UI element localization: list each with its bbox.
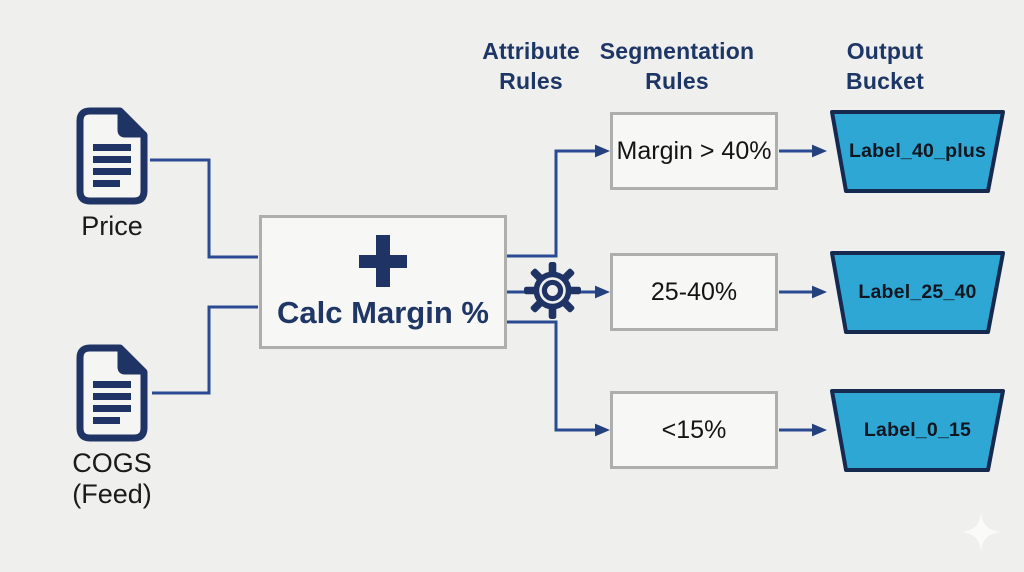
input-label: Price: [81, 211, 143, 241]
header-line: Rules: [499, 68, 563, 94]
rule-label: 25-40%: [650, 277, 738, 306]
rule-label: Margin > 40%: [616, 136, 772, 165]
bucket-trapezoid-icon: [830, 389, 1005, 472]
bucket-label: Label_40_plus: [849, 139, 986, 162]
bucket-trapezoid-icon: [830, 251, 1005, 334]
calc-margin-box: Calc Margin %: [259, 215, 507, 349]
input-cogs: COGS (Feed): [42, 343, 182, 510]
rule-box-margin-40-plus: Margin > 40%: [610, 112, 778, 190]
bucket-25-40: Label_25_40: [830, 251, 1005, 335]
column-header-segmentation-rules: Segmentation Rules: [592, 36, 762, 96]
rule-box-25-40: 25-40%: [610, 253, 778, 331]
column-header-attribute-rules: Attribute Rules: [446, 36, 616, 96]
sparkle-icon: [962, 513, 1000, 551]
bucket-40-plus: Label_40_plus: [830, 110, 1005, 194]
rule-label: <15%: [661, 415, 727, 444]
header-line: Attribute: [482, 38, 580, 64]
input-sublabel-line: (Feed): [72, 479, 152, 509]
header-line: Output: [846, 38, 924, 64]
rule-box-under-15: <15%: [610, 391, 778, 469]
bucket-trapezoid-icon: [830, 110, 1005, 193]
bucket-0-15: Label_0_15: [830, 389, 1005, 473]
gear-icon: [524, 262, 581, 319]
input-label: COGS (Feed): [42, 448, 182, 510]
header-line: Segmentation: [599, 38, 755, 64]
document-icon: [76, 344, 148, 442]
input-price: Price: [42, 106, 182, 242]
header-line: Bucket: [846, 68, 924, 94]
bucket-label: Label_0_15: [863, 418, 972, 441]
column-header-output-bucket: Output Bucket: [800, 36, 970, 96]
header-line: Rules: [645, 68, 709, 94]
document-icon: [76, 107, 148, 205]
input-label-line: COGS: [72, 448, 152, 478]
bucket-label: Label_25_40: [858, 280, 977, 303]
calc-margin-label: Calc Margin %: [277, 294, 489, 330]
plus-icon: [359, 234, 407, 287]
